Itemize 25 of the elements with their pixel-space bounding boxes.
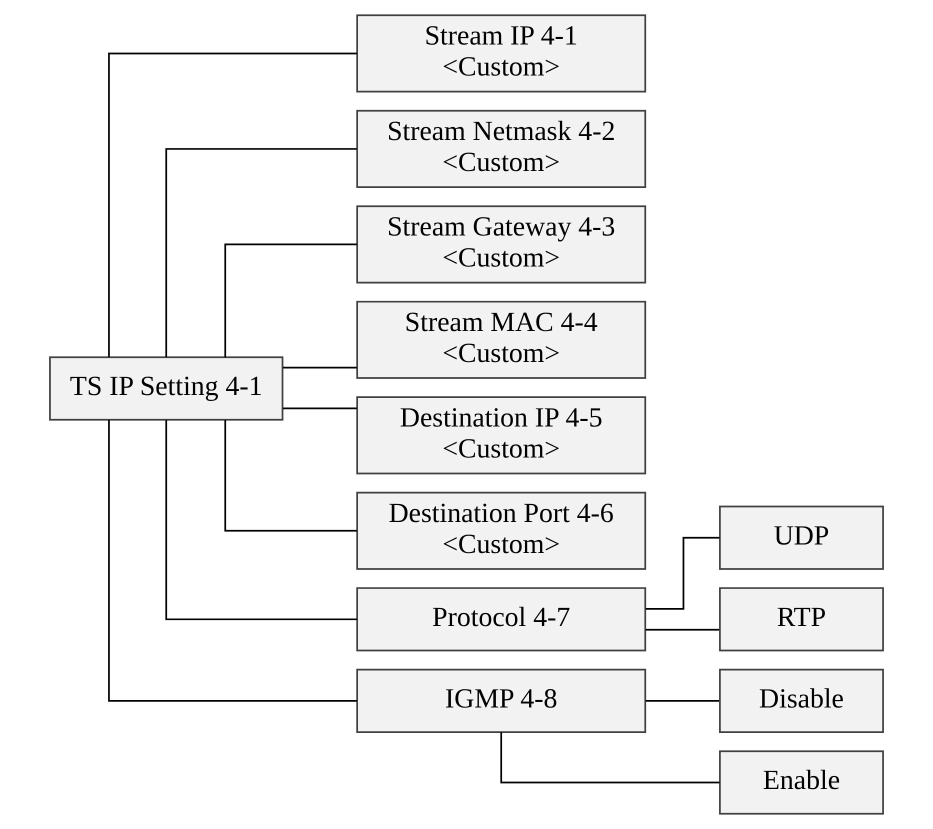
connector xyxy=(282,366,357,368)
node-box: IGMP 4-8 xyxy=(356,668,646,733)
node-box: RTP xyxy=(719,587,884,652)
connector xyxy=(282,408,357,410)
connector xyxy=(224,244,357,358)
node-box: Destination IP 4-5 <Custom> xyxy=(356,396,646,474)
node-box: Stream IP 4-1 <Custom> xyxy=(356,14,646,93)
node-box: UDP xyxy=(719,506,884,570)
node-box: Stream MAC 4-4 <Custom> xyxy=(356,300,646,379)
connector xyxy=(108,52,357,357)
node-box: Disable xyxy=(719,668,884,733)
connector xyxy=(500,732,720,784)
node-box: Enable xyxy=(719,750,884,815)
node-box: Protocol 4-7 xyxy=(356,587,646,652)
connector xyxy=(108,420,357,702)
connector xyxy=(646,700,720,702)
connector xyxy=(165,148,357,358)
node-box: Stream Gateway 4-3 <Custom> xyxy=(356,205,646,284)
node-box: TS IP Setting 4-1 xyxy=(49,356,284,421)
connector xyxy=(646,628,720,631)
node-box: Destination Port 4-6 <Custom> xyxy=(356,492,646,570)
connector xyxy=(646,536,720,610)
node-box: Stream Netmask 4-2 <Custom> xyxy=(356,110,646,188)
connector xyxy=(224,420,357,532)
connector xyxy=(165,420,357,620)
